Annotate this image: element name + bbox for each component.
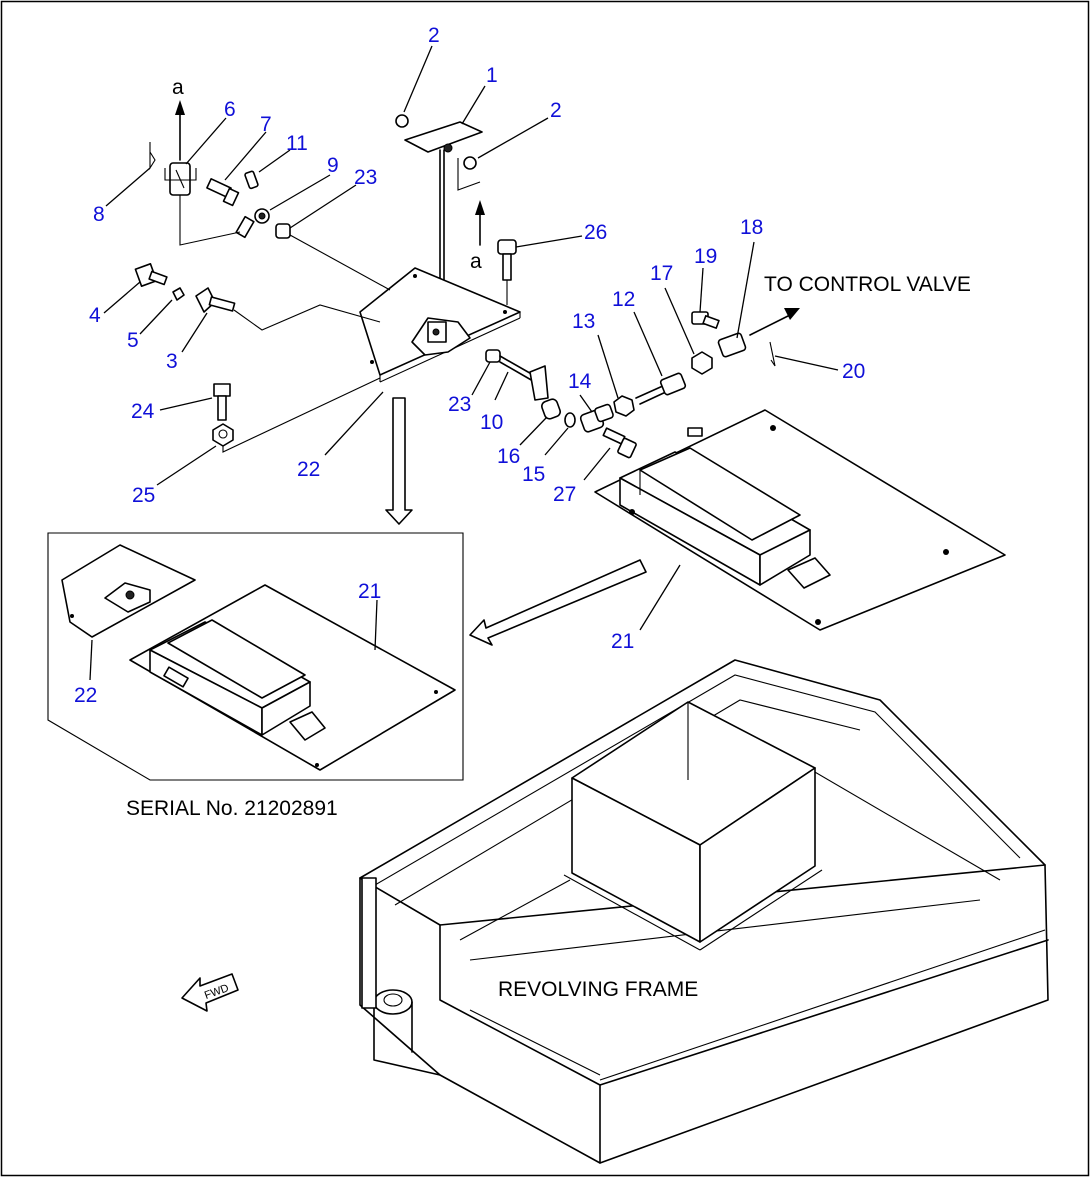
- callout-7: 7: [260, 113, 272, 136]
- arrow-a-mid-label: a: [470, 250, 482, 273]
- left-linkage: [134, 100, 391, 331]
- callout-5: 5: [127, 329, 139, 352]
- callout-numbers: 2 1 2 6 7 11 9 23 8 26 18 19 17 12 4 13 …: [74, 24, 865, 707]
- callout-22: 22: [297, 458, 320, 481]
- callout-26: 26: [584, 221, 607, 244]
- text-labels: TO CONTROL VALVE SERIAL No. 21202891 REV…: [126, 76, 971, 1001]
- callout-27: 27: [553, 483, 576, 506]
- cover-box-21: [594, 409, 1006, 631]
- callout-10: 10: [480, 411, 503, 434]
- leader-lines: [89, 45, 839, 681]
- callout-2: 2: [428, 24, 440, 47]
- serial-number-label: SERIAL No. 21202891: [126, 797, 338, 820]
- callout-9: 9: [327, 154, 339, 177]
- down-arrow: [385, 397, 413, 525]
- right-linkage: [485, 239, 800, 459]
- arrow-a-top-label: a: [172, 76, 184, 99]
- callout-8: 8: [93, 203, 105, 226]
- callout-22: 22: [74, 684, 97, 707]
- callout-20: 20: [842, 360, 865, 383]
- callout-11: 11: [286, 132, 308, 155]
- callout-12: 12: [612, 288, 635, 311]
- diagonal-arrow: [469, 559, 647, 646]
- callout-14: 14: [568, 370, 592, 393]
- callout-3: 3: [166, 350, 178, 373]
- callout-21: 21: [358, 580, 381, 603]
- bolt-24-nut-25: [212, 377, 381, 453]
- callout-23: 23: [354, 166, 377, 189]
- revolving-frame-label: REVOLVING FRAME: [498, 978, 698, 1001]
- callout-13: 13: [572, 310, 595, 333]
- to-control-valve-label: TO CONTROL VALVE: [764, 273, 971, 296]
- callout-17: 17: [650, 262, 673, 285]
- callout-21: 21: [611, 630, 634, 653]
- serial-detail-box: [47, 532, 464, 781]
- callout-25: 25: [132, 484, 155, 507]
- callout-15: 15: [522, 463, 545, 486]
- callout-19: 19: [694, 245, 717, 268]
- callout-16: 16: [497, 445, 520, 468]
- callout-1: 1: [486, 64, 498, 87]
- callout-2: 2: [550, 99, 562, 122]
- fwd-arrow-icon: FWD: [181, 973, 239, 1012]
- callout-23: 23: [448, 393, 471, 416]
- callout-18: 18: [740, 216, 763, 239]
- callout-24: 24: [131, 400, 155, 423]
- revolving-frame: [359, 659, 1049, 1164]
- callout-6: 6: [224, 98, 236, 121]
- callout-4: 4: [89, 304, 101, 327]
- plate-22: [359, 267, 521, 383]
